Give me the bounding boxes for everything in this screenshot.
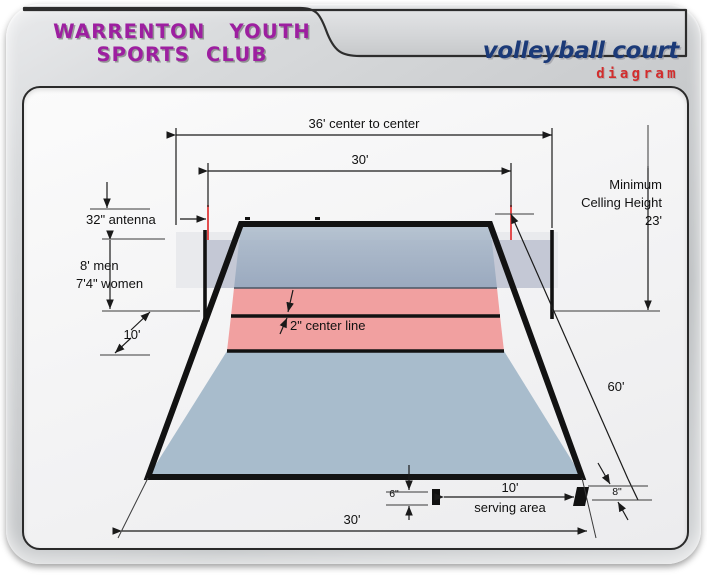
header-band [22, 6, 688, 58]
club-title-line1: WARRENTON YOUTH [53, 20, 311, 43]
brand-subtitle: diagram [596, 66, 679, 82]
diagram-panel [22, 86, 689, 550]
brand-title: volleyball court [482, 38, 680, 64]
club-title-line2: SPORTS CLUB [96, 43, 268, 66]
brand-block: volleyball court diagram [482, 38, 680, 82]
club-title: WARRENTON YOUTH SPORTS CLUB [32, 20, 332, 66]
